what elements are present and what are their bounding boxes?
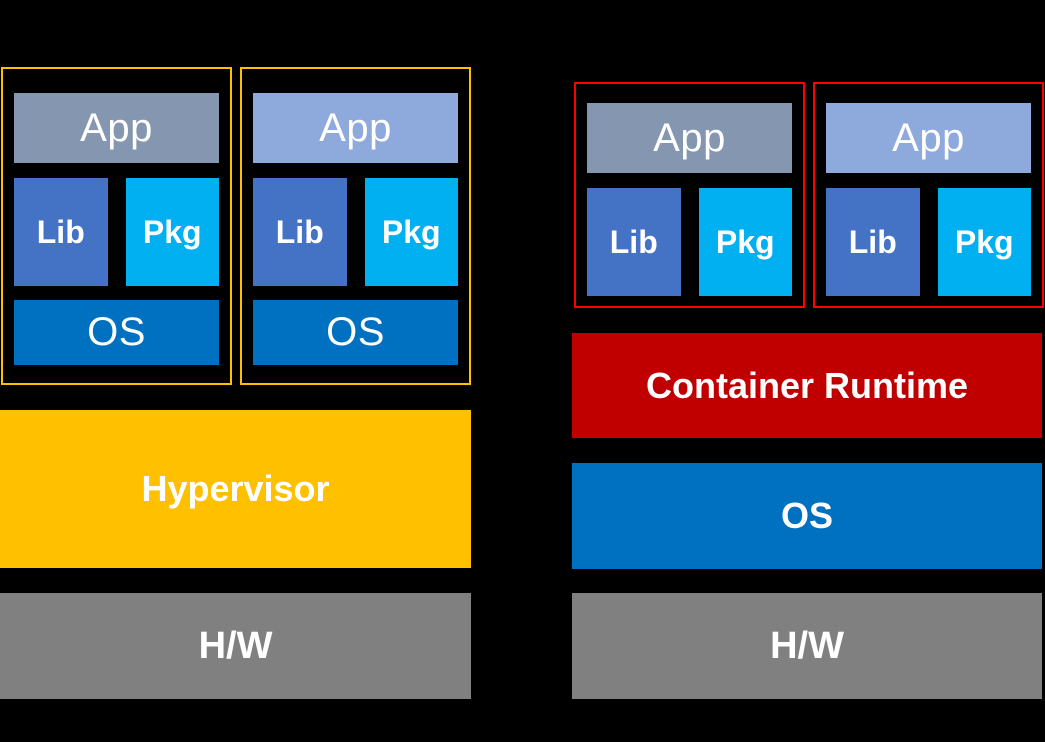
vm2-os-label: OS bbox=[326, 310, 385, 354]
vm1-app-label: App bbox=[80, 105, 153, 150]
container1-pkg-block: Pkg bbox=[698, 188, 792, 296]
vm2-lib-block: Lib bbox=[253, 178, 347, 286]
vm1-pkg-label: Pkg bbox=[142, 213, 202, 250]
vm2-lib-pkg-row: Lib Pkg bbox=[253, 178, 458, 286]
hardware-left-block: H/W bbox=[0, 593, 471, 699]
vm1-lib-pkg-row: Lib Pkg bbox=[14, 178, 219, 286]
container2-pkg-label: Pkg bbox=[954, 223, 1014, 260]
container2-app-block: App bbox=[826, 103, 1031, 173]
hardware-right-block: H/W bbox=[572, 593, 1042, 699]
vm2-pkg-label: Pkg bbox=[381, 213, 441, 250]
vm2-app-label: App bbox=[319, 105, 392, 150]
container1-app-label: App bbox=[653, 115, 726, 160]
vm1-lib-block: Lib bbox=[14, 178, 108, 286]
vm2-app-block: App bbox=[253, 93, 458, 163]
vm1-lib-label: Lib bbox=[36, 213, 85, 250]
vm-box-1: App Lib Pkg OS bbox=[1, 67, 232, 385]
vm-box-2: App Lib Pkg OS bbox=[240, 67, 471, 385]
container-runtime-label: Container Runtime bbox=[645, 364, 968, 406]
container2-lib-pkg-row: Lib Pkg bbox=[826, 188, 1031, 296]
vm2-os-block: OS bbox=[253, 300, 458, 365]
vm1-app-block: App bbox=[14, 93, 219, 163]
container1-lib-pkg-row: Lib Pkg bbox=[587, 188, 792, 296]
container1-app-block: App bbox=[587, 103, 792, 173]
container1-pkg-label: Pkg bbox=[715, 223, 775, 260]
hypervisor-label: Hypervisor bbox=[141, 468, 330, 509]
container-box-1: App Lib Pkg bbox=[574, 82, 805, 308]
host-os-label: OS bbox=[780, 495, 833, 536]
container2-lib-block: Lib bbox=[826, 188, 920, 296]
container-runtime-block: Container Runtime bbox=[572, 333, 1042, 438]
container1-lib-block: Lib bbox=[587, 188, 681, 296]
container-box-2: App Lib Pkg bbox=[813, 82, 1044, 308]
hardware-left-label: H/W bbox=[198, 624, 273, 667]
vm1-os-block: OS bbox=[14, 300, 219, 365]
vm2-lib-label: Lib bbox=[275, 213, 324, 250]
container1-lib-label: Lib bbox=[609, 223, 658, 260]
vm1-os-label: OS bbox=[87, 310, 146, 354]
host-os-block: OS bbox=[572, 463, 1042, 569]
container2-app-label: App bbox=[892, 115, 965, 160]
hypervisor-block: Hypervisor bbox=[0, 410, 471, 568]
container2-pkg-block: Pkg bbox=[937, 188, 1031, 296]
container2-lib-label: Lib bbox=[848, 223, 897, 260]
vm1-pkg-block: Pkg bbox=[125, 178, 219, 286]
vm2-pkg-block: Pkg bbox=[364, 178, 458, 286]
hardware-right-label: H/W bbox=[770, 624, 844, 667]
